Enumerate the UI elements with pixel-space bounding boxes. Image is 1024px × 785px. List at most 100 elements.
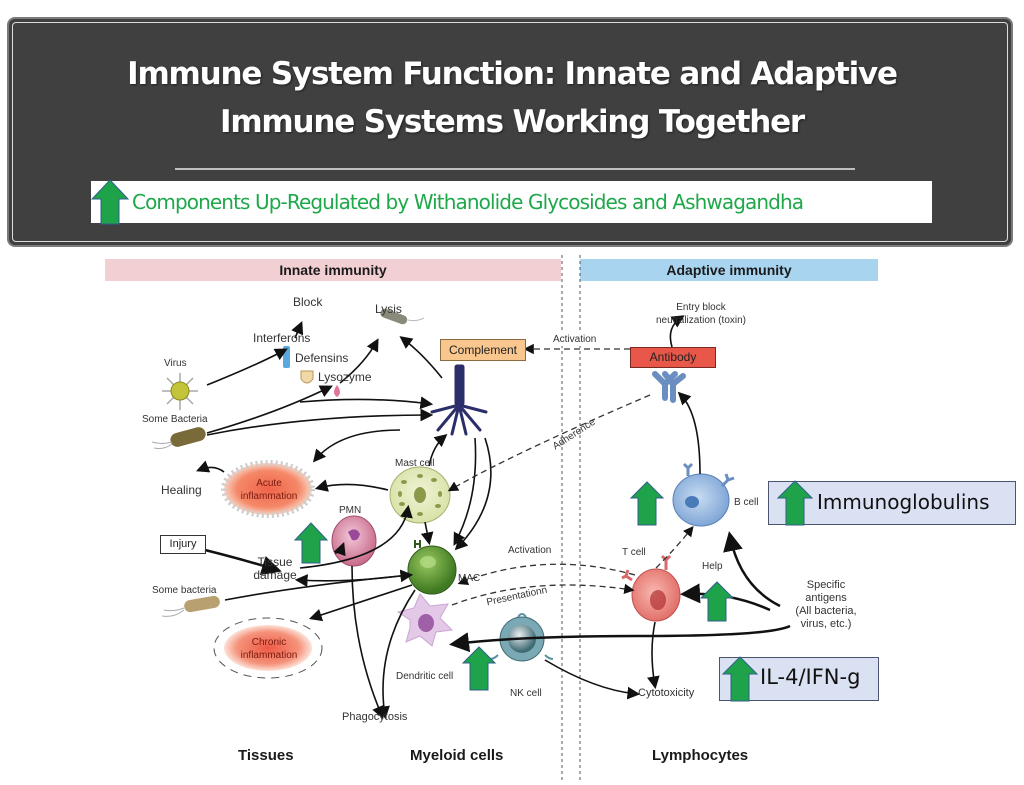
- label-specific-line-4: virus, etc.): [800, 618, 852, 630]
- acute-inflammation-icon: [221, 460, 315, 518]
- callout-il4-ifng-text: IL-4/IFN-g: [760, 665, 861, 689]
- b-cell-icon: [672, 462, 735, 527]
- label-b-cell: B cell: [734, 497, 759, 508]
- label-block: Block: [293, 295, 323, 309]
- label-cytotoxicity: Cytotoxicity: [638, 687, 695, 699]
- defensin-icon: [300, 370, 314, 384]
- legend: Components Up-Regulated by Withanolide G…: [91, 179, 932, 225]
- injury-box: Injury: [160, 535, 206, 554]
- arrow-tcell-cytotoxicity: [647, 621, 660, 690]
- label-activation-top: Activation: [553, 333, 597, 346]
- arrow-bcell-antibody: [677, 391, 701, 475]
- arrow-to-acute: [312, 429, 401, 463]
- page-title-line-2: Immune Systems Working Together: [220, 104, 805, 140]
- label-some-bacteria-top: Some Bacteria: [142, 414, 208, 425]
- diagram-graphics: [151, 255, 791, 780]
- label-pmn: PMN: [339, 505, 362, 516]
- label-lysis: Lysis: [375, 302, 402, 316]
- legend-text: Components Up-Regulated by Withanolide G…: [132, 190, 804, 214]
- lysozyme-icon: [334, 385, 340, 397]
- label-healing: Healing: [161, 483, 202, 497]
- upregulated-arrow-nk: [461, 646, 497, 691]
- arrow-complement-mac-2: [454, 437, 492, 551]
- label-dendritic-cell: Dendritic cell: [396, 671, 454, 682]
- arrow-antibody-mast-adherence: [447, 394, 651, 492]
- title-banner-border: [12, 22, 1008, 242]
- green-up-arrow-icon: [777, 480, 813, 526]
- label-lysozyme: Lysozyme: [318, 370, 372, 384]
- label-mac: MAC: [458, 573, 481, 584]
- callout-immunoglobulins: Immunoglobulins: [768, 480, 1016, 526]
- upregulated-arrow-pmn: [293, 522, 329, 564]
- label-chronic-inflammation: Chronic inflammation: [238, 636, 300, 662]
- innate-immunity-band: Innate immunity: [105, 259, 561, 281]
- upregulated-arrow-bcell: [629, 481, 665, 526]
- label-acute-line-2: inflammation: [240, 491, 298, 502]
- label-specific-line-1: Specific: [806, 579, 846, 591]
- label-some-bacteria-bottom: Some bacteria: [152, 585, 217, 596]
- label-tissue-line-2: damage: [253, 568, 297, 582]
- arrow-bacteria-lysozyme: [206, 385, 333, 434]
- label-tissue-damage: Tissue damage: [250, 556, 300, 582]
- arrow-nk-cytotoxicity: [544, 659, 641, 700]
- arrow-mac-lysis: [399, 336, 443, 379]
- arrow-tissue-mast: [299, 504, 413, 569]
- bacteria-icon-top: [151, 427, 206, 449]
- label-nk-cell: NK cell: [510, 688, 542, 699]
- label-specific-antigens: Specific antigens (All bacteria, virus, …: [786, 579, 866, 631]
- page-title-line-1: Immune System Function: Innate and Adapt…: [127, 56, 898, 92]
- chronic-inflammation-icon: [224, 625, 312, 671]
- label-tissue-line-1: Tissue: [257, 555, 293, 569]
- antibody-icon: [652, 371, 686, 403]
- interferon-icon: [283, 346, 290, 368]
- immune-diagram: Innate immunity Adaptive immunity: [0, 250, 1024, 785]
- t-cell-icon: [621, 554, 681, 622]
- label-specific-line-2: antigens: [805, 592, 847, 604]
- label-chronic-line-1: Chronic: [251, 637, 287, 648]
- arrow-lysozyme-lysis: [339, 338, 379, 384]
- green-up-arrow-icon: [91, 179, 129, 225]
- green-up-arrow-icon: [722, 656, 758, 702]
- label-t-cell: T cell: [622, 547, 646, 558]
- label-entry-block: Entry block neutralization (toxin): [646, 301, 756, 327]
- line-pmn-tissue: [333, 542, 346, 557]
- innate-immunity-heading: Innate immunity: [279, 262, 387, 278]
- arrow-antigens-bcell: [723, 531, 781, 608]
- bacteria-icon-lysis: [380, 308, 425, 325]
- arrow-acute-healing: [196, 460, 225, 473]
- line-bacteria-mac: [224, 569, 414, 601]
- arrow-virus-interferon: [206, 348, 288, 386]
- label-virus: Virus: [164, 358, 187, 369]
- antibody-box: Antibody: [630, 347, 716, 368]
- upregulated-arrow-tcell: [699, 581, 735, 622]
- chronic-inflammation-border: [213, 617, 323, 679]
- arrow-tcell-mac-activation: [457, 563, 636, 586]
- label-chronic-line-2: inflammation: [240, 650, 298, 661]
- adaptive-immunity-heading: Adaptive immunity: [666, 262, 792, 278]
- arrow-mast-complement: [428, 433, 448, 467]
- callout-immunoglobulins-text: Immunoglobulins: [817, 490, 990, 514]
- label-phagocytosis: Phagocytosis: [342, 711, 408, 723]
- title-divider: [175, 168, 855, 170]
- arrow-pmn-phagocytosis: [351, 565, 385, 719]
- arrow-antigens-dendritic: [449, 624, 791, 653]
- label-help: Help: [702, 561, 723, 572]
- virus-icon: [162, 373, 198, 410]
- dendritic-cell-icon: [396, 593, 454, 647]
- label-entry-block-line-2: neutralization (toxin): [655, 315, 747, 326]
- membrane-attack-complex-icon: [430, 364, 488, 436]
- arrow-dendritic-tcell-presentation: [451, 583, 635, 606]
- label-acute-line-1: Acute: [256, 478, 282, 489]
- arrow-mast-acute: [314, 479, 389, 492]
- arrow-mac-phagocytosis: [377, 589, 416, 720]
- label-acute-inflammation: Acute inflammation: [238, 477, 300, 503]
- arrow-complement-mac-1: [453, 437, 477, 546]
- adaptive-immunity-band: Adaptive immunity: [580, 259, 878, 281]
- label-entry-block-line-1: Entry block: [676, 302, 726, 313]
- arrow-to-complement-1: [299, 396, 434, 410]
- arrow-interferon-block: [291, 321, 304, 339]
- macrophage-icon: [407, 540, 457, 595]
- mast-cell-icon: [389, 466, 451, 524]
- complement-box: Complement: [440, 339, 526, 361]
- arrow-injury-tissue: [204, 548, 282, 576]
